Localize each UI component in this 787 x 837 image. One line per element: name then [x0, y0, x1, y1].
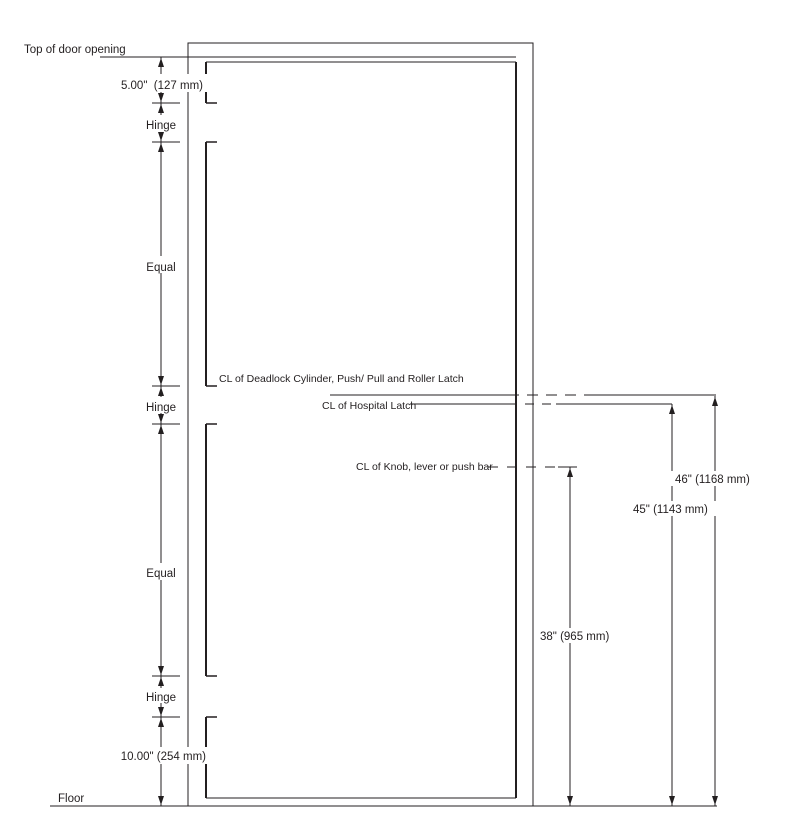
door-frame [187, 42, 534, 806]
arrow-down-icon [669, 796, 675, 805]
arrow-down-icon [158, 414, 164, 423]
label-hinge-top: Hinge [146, 120, 176, 132]
arrow-down-icon [158, 376, 164, 385]
arrow-up-icon [158, 104, 164, 113]
arrow-up-icon [158, 718, 164, 727]
label-cl-hospital-latch: CL of Hospital Latch [322, 400, 416, 412]
arrow-up-icon [567, 468, 573, 477]
label-cl-knob: CL of Knob, lever or push bar [356, 461, 493, 473]
label-masks [94, 74, 759, 764]
door-frame-outline [187, 42, 534, 806]
label-dim-knob-height: 38" (965 mm) [540, 631, 609, 643]
arrow-up-icon [158, 143, 164, 152]
hinge-cutout-feet [206, 102, 217, 718]
label-equal-upper: Equal [146, 262, 175, 274]
label-cl-deadlock: CL of Deadlock Cylinder, Push/ Pull and … [219, 373, 464, 385]
arrow-up-icon [158, 677, 164, 686]
dimension-hospital-height [669, 404, 675, 806]
arrow-down-icon [158, 132, 164, 141]
dimension-deadlock-height [712, 396, 718, 806]
left-dimension-chain [152, 57, 180, 806]
arrow-down-icon [712, 796, 718, 805]
label-top-of-door-opening: Top of door opening [24, 44, 126, 56]
arrow-up-icon [158, 58, 164, 67]
label-dim-hospital-height: 45" (1143 mm) [633, 504, 708, 516]
label-dim-top-offset: 5.00" (127 mm) [121, 80, 203, 92]
arrow-down-icon [567, 796, 573, 805]
label-hinge-middle: Hinge [146, 402, 176, 414]
door-leaf [205, 61, 517, 799]
arrow-up-icon [158, 387, 164, 396]
arrow-down-icon [158, 93, 164, 102]
left-dimension-arrowheads [158, 58, 164, 805]
arrow-down-icon [158, 666, 164, 675]
hinge-extent-ticks [152, 102, 180, 718]
label-hinge-bottom: Hinge [146, 692, 176, 704]
arrow-down-icon [158, 707, 164, 716]
arrow-up-icon [712, 397, 718, 406]
label-floor: Floor [58, 793, 84, 805]
label-dim-bottom-offset: 10.00" (254 mm) [121, 751, 206, 763]
arrow-up-icon [669, 405, 675, 414]
arrow-down-icon [158, 796, 164, 805]
arrow-up-icon [158, 425, 164, 434]
label-equal-lower: Equal [146, 568, 175, 580]
label-dim-deadlock-height: 46" (1168 mm) [675, 474, 750, 486]
